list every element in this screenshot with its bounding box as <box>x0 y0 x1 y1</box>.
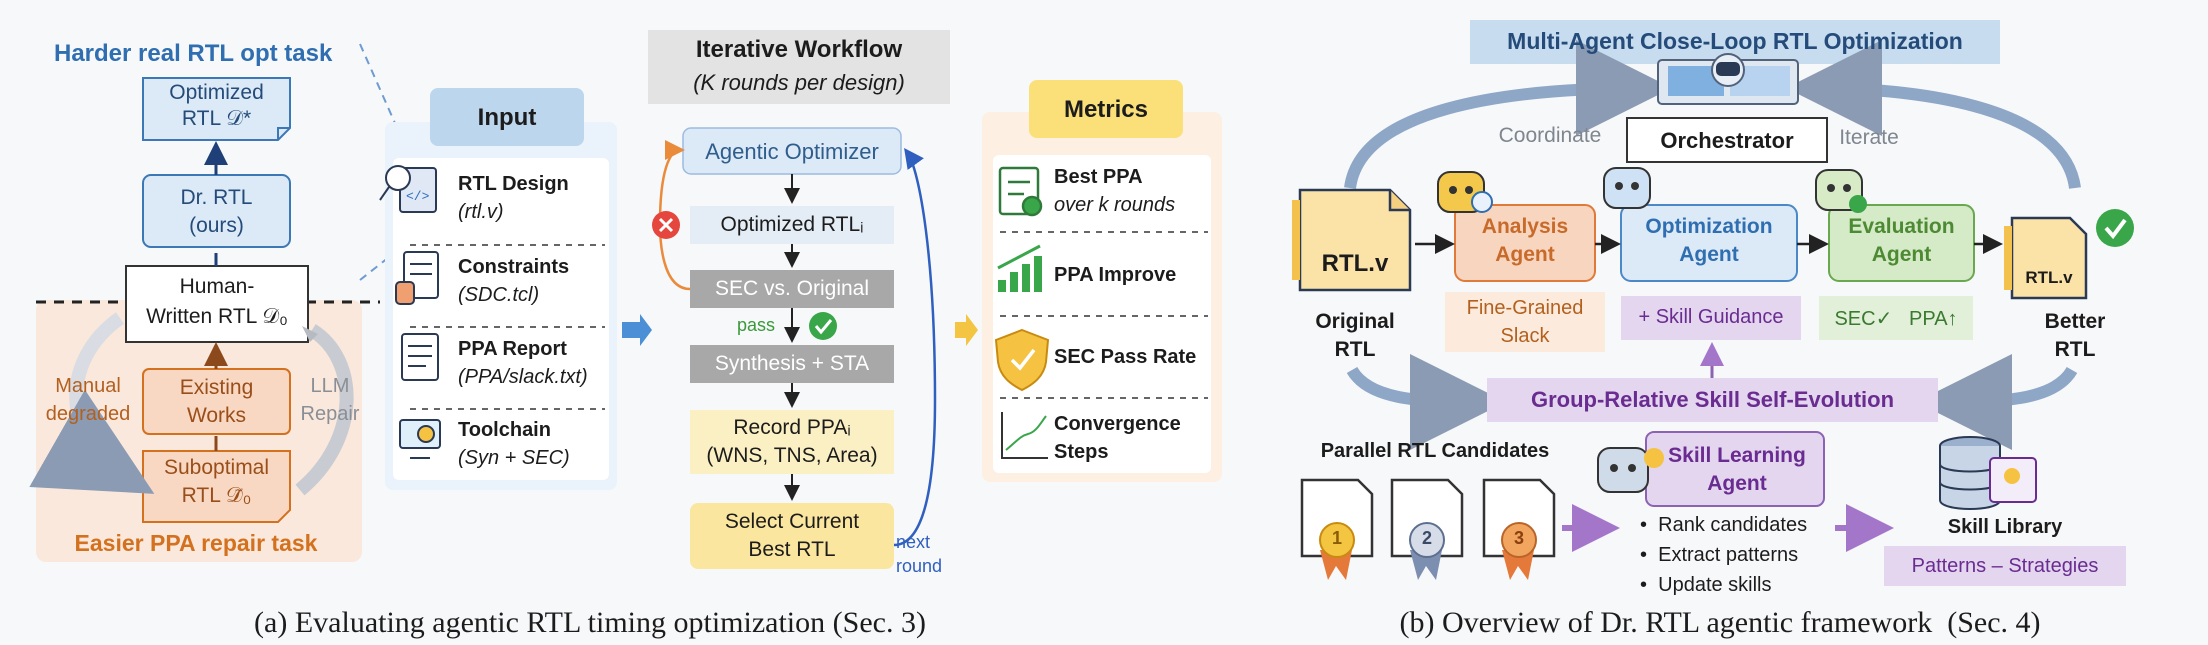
group-relative-label: Group-Relative Skill Self-Evolution <box>1530 387 1895 412</box>
input-title-box <box>430 88 584 146</box>
agentic-optimizer-label: Agentic Optimizer <box>705 139 879 164</box>
skill-guidance-box <box>1621 296 1801 340</box>
skill-library-icon <box>1939 436 2037 510</box>
analysis-robot-icon <box>1437 171 1493 213</box>
constraints-icon <box>395 251 439 305</box>
workflow-title-box <box>648 30 950 104</box>
panel-a-caption: (a) Evaluating agentic RTL timing optimi… <box>254 606 926 639</box>
harder-task-title: Harder real RTL opt task <box>54 40 333 67</box>
optimized-rtli-box <box>690 206 894 244</box>
better-rtl-file-label: RTL.v <box>2025 268 2073 287</box>
sec-vs-original-box <box>690 270 894 308</box>
evaluation-robot-icon <box>1815 169 1867 213</box>
workflow-subtitle: (K rounds per design) <box>693 70 905 95</box>
optimized-rtl-box <box>142 77 291 141</box>
metrics-title: Metrics <box>1063 96 1149 123</box>
toolchain-icon <box>399 419 441 459</box>
optimization-robot-icon <box>1603 167 1651 209</box>
input-item-ppa-report: PPA Report(PPA/slack.txt) <box>458 338 588 388</box>
metric-ppa-improve: PPA Improve <box>1054 264 1177 286</box>
sec-vs-original-label: SEC vs. Original <box>714 277 870 300</box>
rank-3-label: 3 <box>1513 528 1524 548</box>
best-ppa-icon <box>998 166 1043 217</box>
workflow-title: Iterative Workflow <box>695 36 903 63</box>
record-ppa-label: Record PPAᵢ(WNS, TNS, Area) <box>706 416 878 467</box>
orchestrator-label: Orchestrator <box>1660 128 1794 153</box>
rtl-design-icon: </> <box>379 165 437 213</box>
convergence-steps-icon <box>1001 412 1048 459</box>
panel-b-caption: (b) Overview of Dr. RTL agentic framewor… <box>1399 606 2041 639</box>
group-relative-box <box>1487 378 1938 422</box>
svg-text:</>: </> <box>406 189 430 204</box>
synthesis-sta-label: Synthesis + STA <box>714 352 870 375</box>
orchestrator-computer-icon <box>1657 53 1799 105</box>
iterate-label: Iterate <box>1839 126 1899 149</box>
skill-learning-bullets: • Rank candidates • Extract patterns • U… <box>1640 514 1808 596</box>
original-rtl-file-label: RTL.v <box>1321 250 1389 277</box>
optimized-rtli-label: Optimized RTLᵢ <box>720 213 864 236</box>
easier-task-title: Easier PPA repair task <box>74 530 318 556</box>
record-ppa-box <box>690 410 894 474</box>
metrics-title-box <box>1029 80 1183 138</box>
original-rtl-file-icon <box>1292 188 1412 292</box>
patterns-strategies-box <box>1884 546 2126 586</box>
rank-1-label: 1 <box>1331 528 1342 548</box>
sec-pass-rate-icon <box>994 328 1050 392</box>
pass-check-icon <box>809 312 837 340</box>
dr-rtl-label: Dr. RTL(ours) <box>180 186 253 237</box>
select-best-box <box>690 503 894 569</box>
pass-label: pass <box>736 315 776 335</box>
better-rtl-file-icon <box>2004 209 2134 300</box>
coordinate-label: Coordinate <box>1498 124 1602 147</box>
ppa-report-icon <box>401 333 439 381</box>
input-item-constraints: Constraints(SDC.tcl) <box>458 256 570 306</box>
candidate-3-icon <box>1482 478 1556 580</box>
orchestrator-box <box>1626 117 1828 163</box>
sec-ppa-box <box>1819 296 1973 340</box>
candidate-2-icon <box>1390 478 1464 580</box>
skill-guidance-label: + Skill Guidance <box>1638 306 1784 328</box>
human-written-label: Human-Written RTL 𝒟₀ <box>146 275 288 328</box>
skill-library-label: Skill Library <box>1947 516 2063 538</box>
patterns-strategies-label: Patterns – Strategies <box>1911 555 2099 577</box>
rank-2-label: 2 <box>1421 528 1432 548</box>
input-item-toolchain: Toolchain(Syn + SEC) <box>458 419 570 469</box>
input-title: Input <box>477 104 537 131</box>
suboptimal-rtl-box <box>142 450 291 523</box>
candidate-1-icon <box>1300 478 1374 580</box>
fine-grained-slack-box <box>1445 292 1605 352</box>
skill-learning-robot-icon <box>1597 447 1664 493</box>
synthesis-sta-box <box>690 345 894 383</box>
panel-b-title: Multi-Agent Close-Loop RTL Optimization <box>1507 28 1963 54</box>
sec-ppa-label: SEC✓ PPA↑ <box>1834 308 1958 330</box>
metric-sec-pass-rate: SEC Pass Rate <box>1054 346 1197 368</box>
input-item-rtl-design: RTL Design(rtl.v) <box>458 173 569 223</box>
parallel-candidates-label: Parallel RTL Candidates <box>1320 440 1550 462</box>
ppa-improve-icon <box>997 244 1042 292</box>
